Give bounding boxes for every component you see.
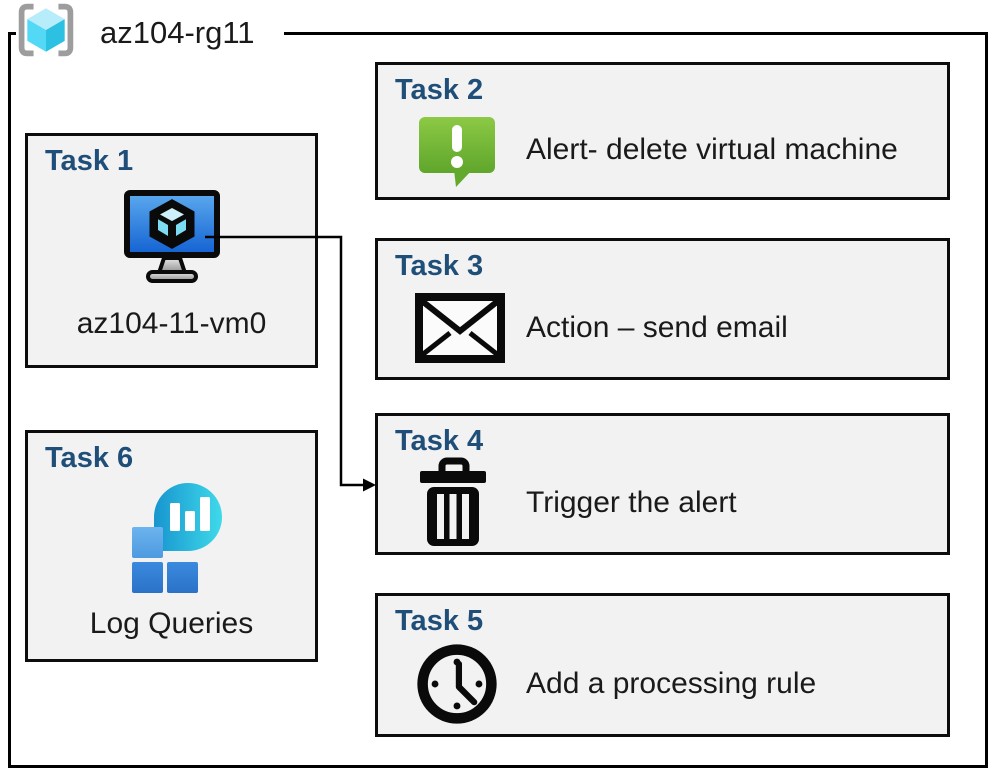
log-analytics-icon [118,475,226,598]
task4-box: Task 4 Trigger the alert [375,413,950,555]
task3-title: Task 3 [395,250,484,282]
virtual-machine-icon [122,188,222,289]
task5-title: Task 5 [395,605,484,637]
frame-border-gap [16,28,284,39]
alert-icon [414,110,510,190]
task2-label: Alert- delete virtual machine [526,133,898,166]
task3-box: Task 3 Action – send email [375,238,950,380]
task5-box: Task 5 Add a processing rule [375,593,950,737]
task6-label: Log Queries [89,607,254,640]
email-icon [414,291,510,365]
clock-icon [414,641,510,727]
task6-title: Task 6 [45,442,134,474]
task1-title: Task 1 [45,145,134,177]
task1-box: Task 1 [25,133,318,368]
task6-box: Task 6 [25,430,318,662]
task4-label: Trigger the alert [526,486,737,519]
task2-box: Task 2 Alert- delete virtual machine [375,62,950,200]
task2-title: Task 2 [395,74,484,106]
task1-label: az104-11-vm0 [76,307,267,340]
trash-icon [414,456,510,550]
resource-group-icon [16,3,76,57]
task4-title: Task 4 [395,425,484,457]
task5-label: Add a processing rule [526,667,817,700]
task3-label: Action – send email [526,311,788,344]
resource-group-title: az104-rg11 [100,15,255,50]
